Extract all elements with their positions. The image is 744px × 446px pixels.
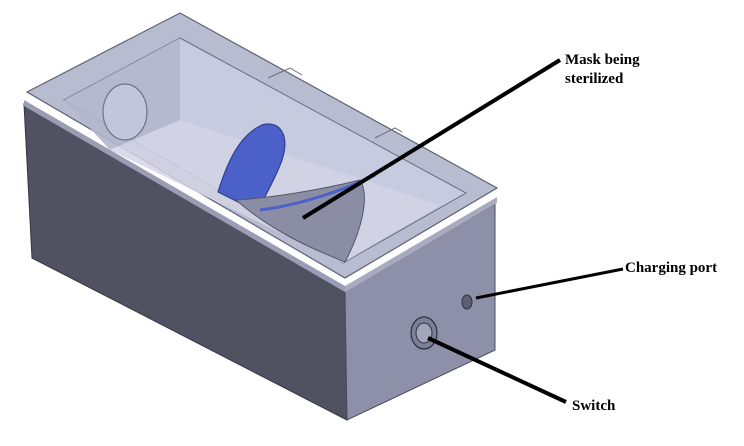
label-mask: Mask being sterilized: [565, 51, 640, 89]
uv-lamp: [102, 83, 148, 141]
box-rim-band-side: [345, 197, 497, 292]
box-rim-band: [24, 100, 345, 292]
leader-switch: [427, 336, 567, 404]
label-switch: Switch: [572, 398, 616, 414]
leader-charging-port: [475, 267, 624, 300]
charging-port-hole: [461, 294, 473, 310]
label-mask-line1: Mask being: [565, 52, 640, 68]
mask-shape: [217, 123, 286, 213]
leader-mask: [301, 58, 562, 220]
label-charging-port: Charging port: [625, 260, 718, 276]
label-mask-line2: sterilized: [565, 71, 624, 87]
lid-notch: [374, 127, 403, 139]
lid-notch: [267, 67, 303, 79]
